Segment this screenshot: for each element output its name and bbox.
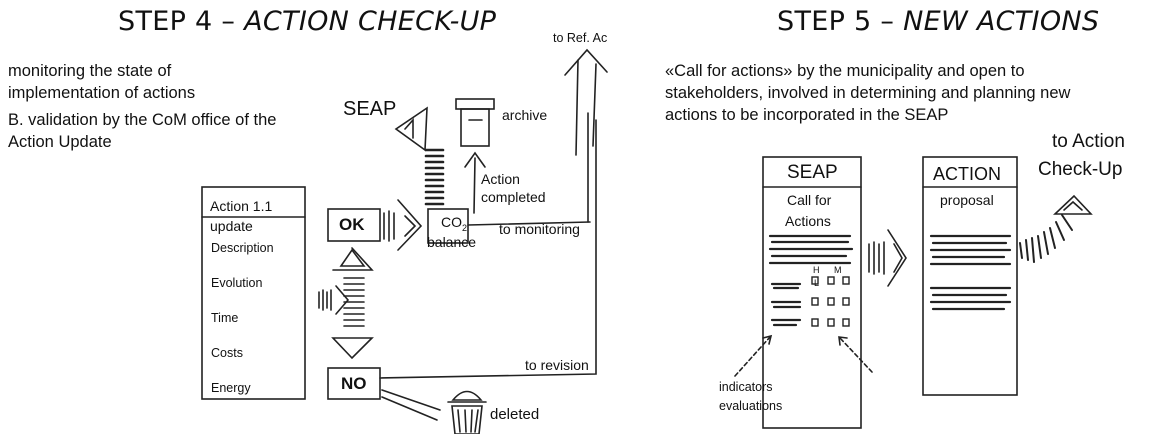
- to-revision-label: to revision: [525, 357, 589, 373]
- proposal-text-lines: [929, 234, 1012, 311]
- to-ref-label: to Ref. Ac: [553, 31, 608, 45]
- ok-box: [327, 208, 381, 242]
- seap-label: SEAP: [343, 98, 397, 120]
- step5-desc-line3: actions to be incorporated in the SEAP: [665, 106, 949, 124]
- call-for-line1: Call for: [787, 192, 832, 208]
- seap-box: [762, 156, 862, 429]
- action-item-description: Description: [211, 241, 274, 255]
- to-monitoring-label: to monitoring: [499, 221, 580, 237]
- step5-title: STEP 5 – NEW ACTIONS: [777, 6, 1100, 37]
- l-label: L: [814, 278, 820, 288]
- seap-text-lines: [768, 234, 854, 327]
- h-label: H: [813, 265, 820, 275]
- to-ref-arrow: [564, 48, 608, 156]
- seap-arrow-icon: [394, 106, 428, 152]
- step5-desc-line1: «Call for actions» by the municipality a…: [665, 62, 1025, 80]
- seap-box-title: SEAP: [787, 162, 838, 183]
- dashed-arrowheads: [762, 334, 848, 346]
- seap-to-action-arrow: [868, 229, 907, 287]
- to-action-line1: to Action: [1052, 131, 1125, 152]
- no-label: NO: [341, 374, 367, 393]
- to-action-line2: Check-Up: [1038, 159, 1123, 180]
- no-to-trash-lines: [381, 389, 441, 421]
- no-box: [327, 367, 381, 400]
- action-box-title: Action 1.1: [210, 198, 273, 214]
- action-completed-line1: Action: [481, 171, 520, 187]
- action-completed-arrow: [464, 151, 486, 214]
- to-revision-line: [379, 119, 597, 379]
- action-item-energy: Energy: [211, 381, 251, 395]
- step4-desc-line4: Action Update: [8, 133, 112, 151]
- m-label: M: [834, 265, 842, 275]
- indicators-label: indicators: [719, 380, 773, 394]
- balance-label: balance: [427, 234, 477, 250]
- archive-label: archive: [502, 107, 548, 123]
- step5-desc-line2: stakeholders, involved in determining an…: [665, 84, 1071, 102]
- action-box-arrow: [318, 285, 350, 315]
- hatched-connector: [424, 148, 445, 206]
- step4-desc-line2: implementation of actions: [8, 84, 196, 102]
- action-update-box: [201, 186, 306, 400]
- to-check-up-arrow: [1019, 214, 1073, 263]
- deleted-label: deleted: [490, 406, 540, 423]
- up-down-arrows: [331, 247, 374, 360]
- step4-desc-line3: B. validation by the CoM office of the: [8, 111, 277, 129]
- trash-icon: [447, 390, 487, 434]
- proposal-label: proposal: [940, 192, 994, 208]
- to-monitoring-arrow: [467, 112, 591, 226]
- action-item-time: Time: [211, 311, 239, 325]
- action-item-evolution: Evolution: [211, 276, 263, 290]
- action-box-subtitle: update: [210, 218, 253, 234]
- evaluations-label: evaluations: [719, 399, 783, 413]
- co2-label: CO2: [441, 214, 468, 233]
- evaluation-checkboxes: [811, 276, 850, 327]
- action-box-title-step5: ACTION: [933, 164, 1002, 184]
- action-proposal-box: [922, 156, 1018, 396]
- ok-arrow: [383, 199, 423, 251]
- step4-title: STEP 4 – ACTION CHECK-UP: [118, 6, 497, 37]
- archive-icon: [455, 98, 495, 147]
- step4-desc-line1: monitoring the state of: [8, 62, 172, 80]
- action-item-costs: Costs: [211, 346, 243, 360]
- call-for-line2: Actions: [785, 213, 831, 229]
- ok-label: OK: [339, 215, 365, 234]
- co2-box: [427, 208, 469, 244]
- indicators-arrow: [734, 336, 873, 377]
- check-up-arrowhead: [1052, 194, 1093, 215]
- action-completed-line2: completed: [481, 189, 546, 205]
